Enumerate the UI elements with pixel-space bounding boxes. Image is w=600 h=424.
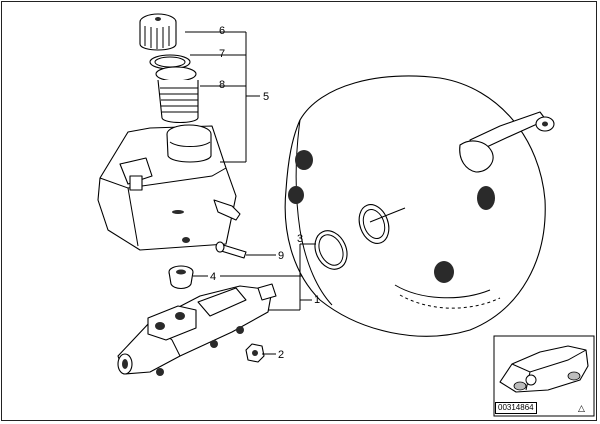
warning-triangle-icon: △ [578, 404, 585, 414]
seal-ring [314, 230, 348, 270]
callout-label: 8 [219, 79, 225, 91]
leader-lines [185, 31, 316, 355]
callout-label: 9 [278, 250, 284, 262]
reservoir-screw [215, 241, 247, 259]
reservoir-strainer [155, 66, 199, 124]
callout-label: 4 [210, 271, 216, 283]
reservoir-grommet [168, 265, 194, 290]
callout-label: 3 [297, 233, 303, 245]
mounting-nut [245, 343, 265, 363]
callout-label: 2 [278, 349, 284, 361]
brake-booster [284, 75, 555, 337]
callout-label: 7 [219, 48, 225, 60]
callout-label: 6 [219, 25, 225, 37]
fluid-reservoir [97, 124, 241, 251]
callout-label: 1 [314, 294, 320, 306]
master-cylinder [117, 283, 277, 376]
document-id: 00314864 [495, 402, 537, 414]
callout-label: 5 [263, 91, 269, 103]
reservoir-cap [139, 13, 177, 51]
